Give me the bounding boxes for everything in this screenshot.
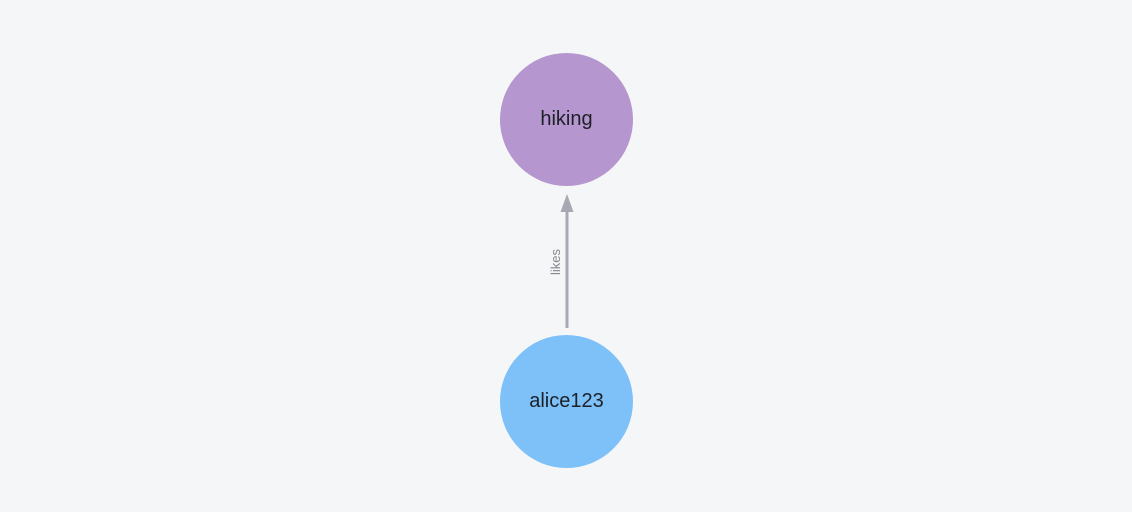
- edge-label-likes: likes: [548, 249, 563, 276]
- edge-arrowhead-icon: [560, 194, 574, 212]
- node-alice123-label: alice123: [529, 390, 604, 412]
- node-alice123[interactable]: alice123: [500, 335, 633, 468]
- node-hiking[interactable]: hiking: [500, 53, 633, 186]
- edge-likes-arrow[interactable]: [547, 188, 587, 338]
- node-hiking-label: hiking: [540, 108, 593, 130]
